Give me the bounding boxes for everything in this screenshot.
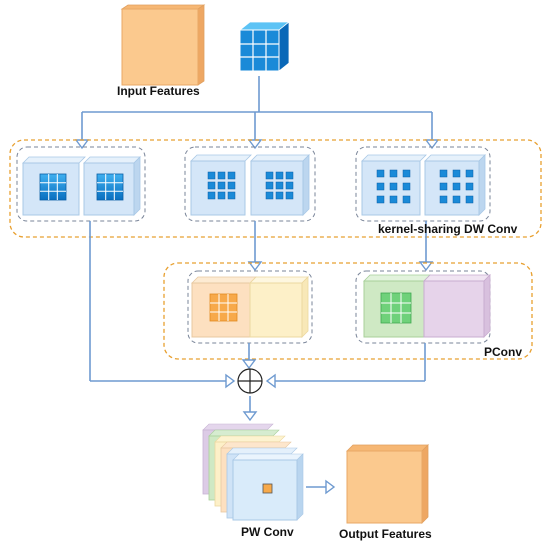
distribution-arrows xyxy=(81,76,433,140)
pconv-region xyxy=(163,262,533,360)
input-features-label: Input Features xyxy=(117,84,200,98)
pconv-label: PConv xyxy=(484,345,523,359)
merge-arrowheads xyxy=(225,359,276,422)
dw-to-pconv-arrows xyxy=(254,221,427,262)
pconv-group-1-cubes xyxy=(191,276,309,338)
pw-conv-stack xyxy=(202,423,304,521)
dw-to-pconv-arrowheads xyxy=(247,261,434,272)
dw-group-2-cubes xyxy=(190,154,310,216)
merge-arrows xyxy=(89,221,426,412)
pw-to-output-arrow xyxy=(306,479,336,495)
pconv-group-1 xyxy=(187,270,313,344)
output-features-cube xyxy=(346,444,429,524)
dw-group-3 xyxy=(355,146,491,222)
input-features-cube xyxy=(120,4,206,86)
dw-group-1 xyxy=(16,146,146,222)
dw-group-1-cubes xyxy=(22,156,141,216)
sum-operator-icon xyxy=(237,368,263,394)
dw-group-3-cubes xyxy=(361,154,486,216)
output-features-label: Output Features xyxy=(339,527,432,541)
pconv-group-2-cubes xyxy=(363,274,491,338)
pw-conv-label: PW Conv xyxy=(241,525,294,539)
dw-conv-label: kernel-sharing DW Conv xyxy=(378,222,518,236)
kernel-cube-icon xyxy=(238,21,291,72)
